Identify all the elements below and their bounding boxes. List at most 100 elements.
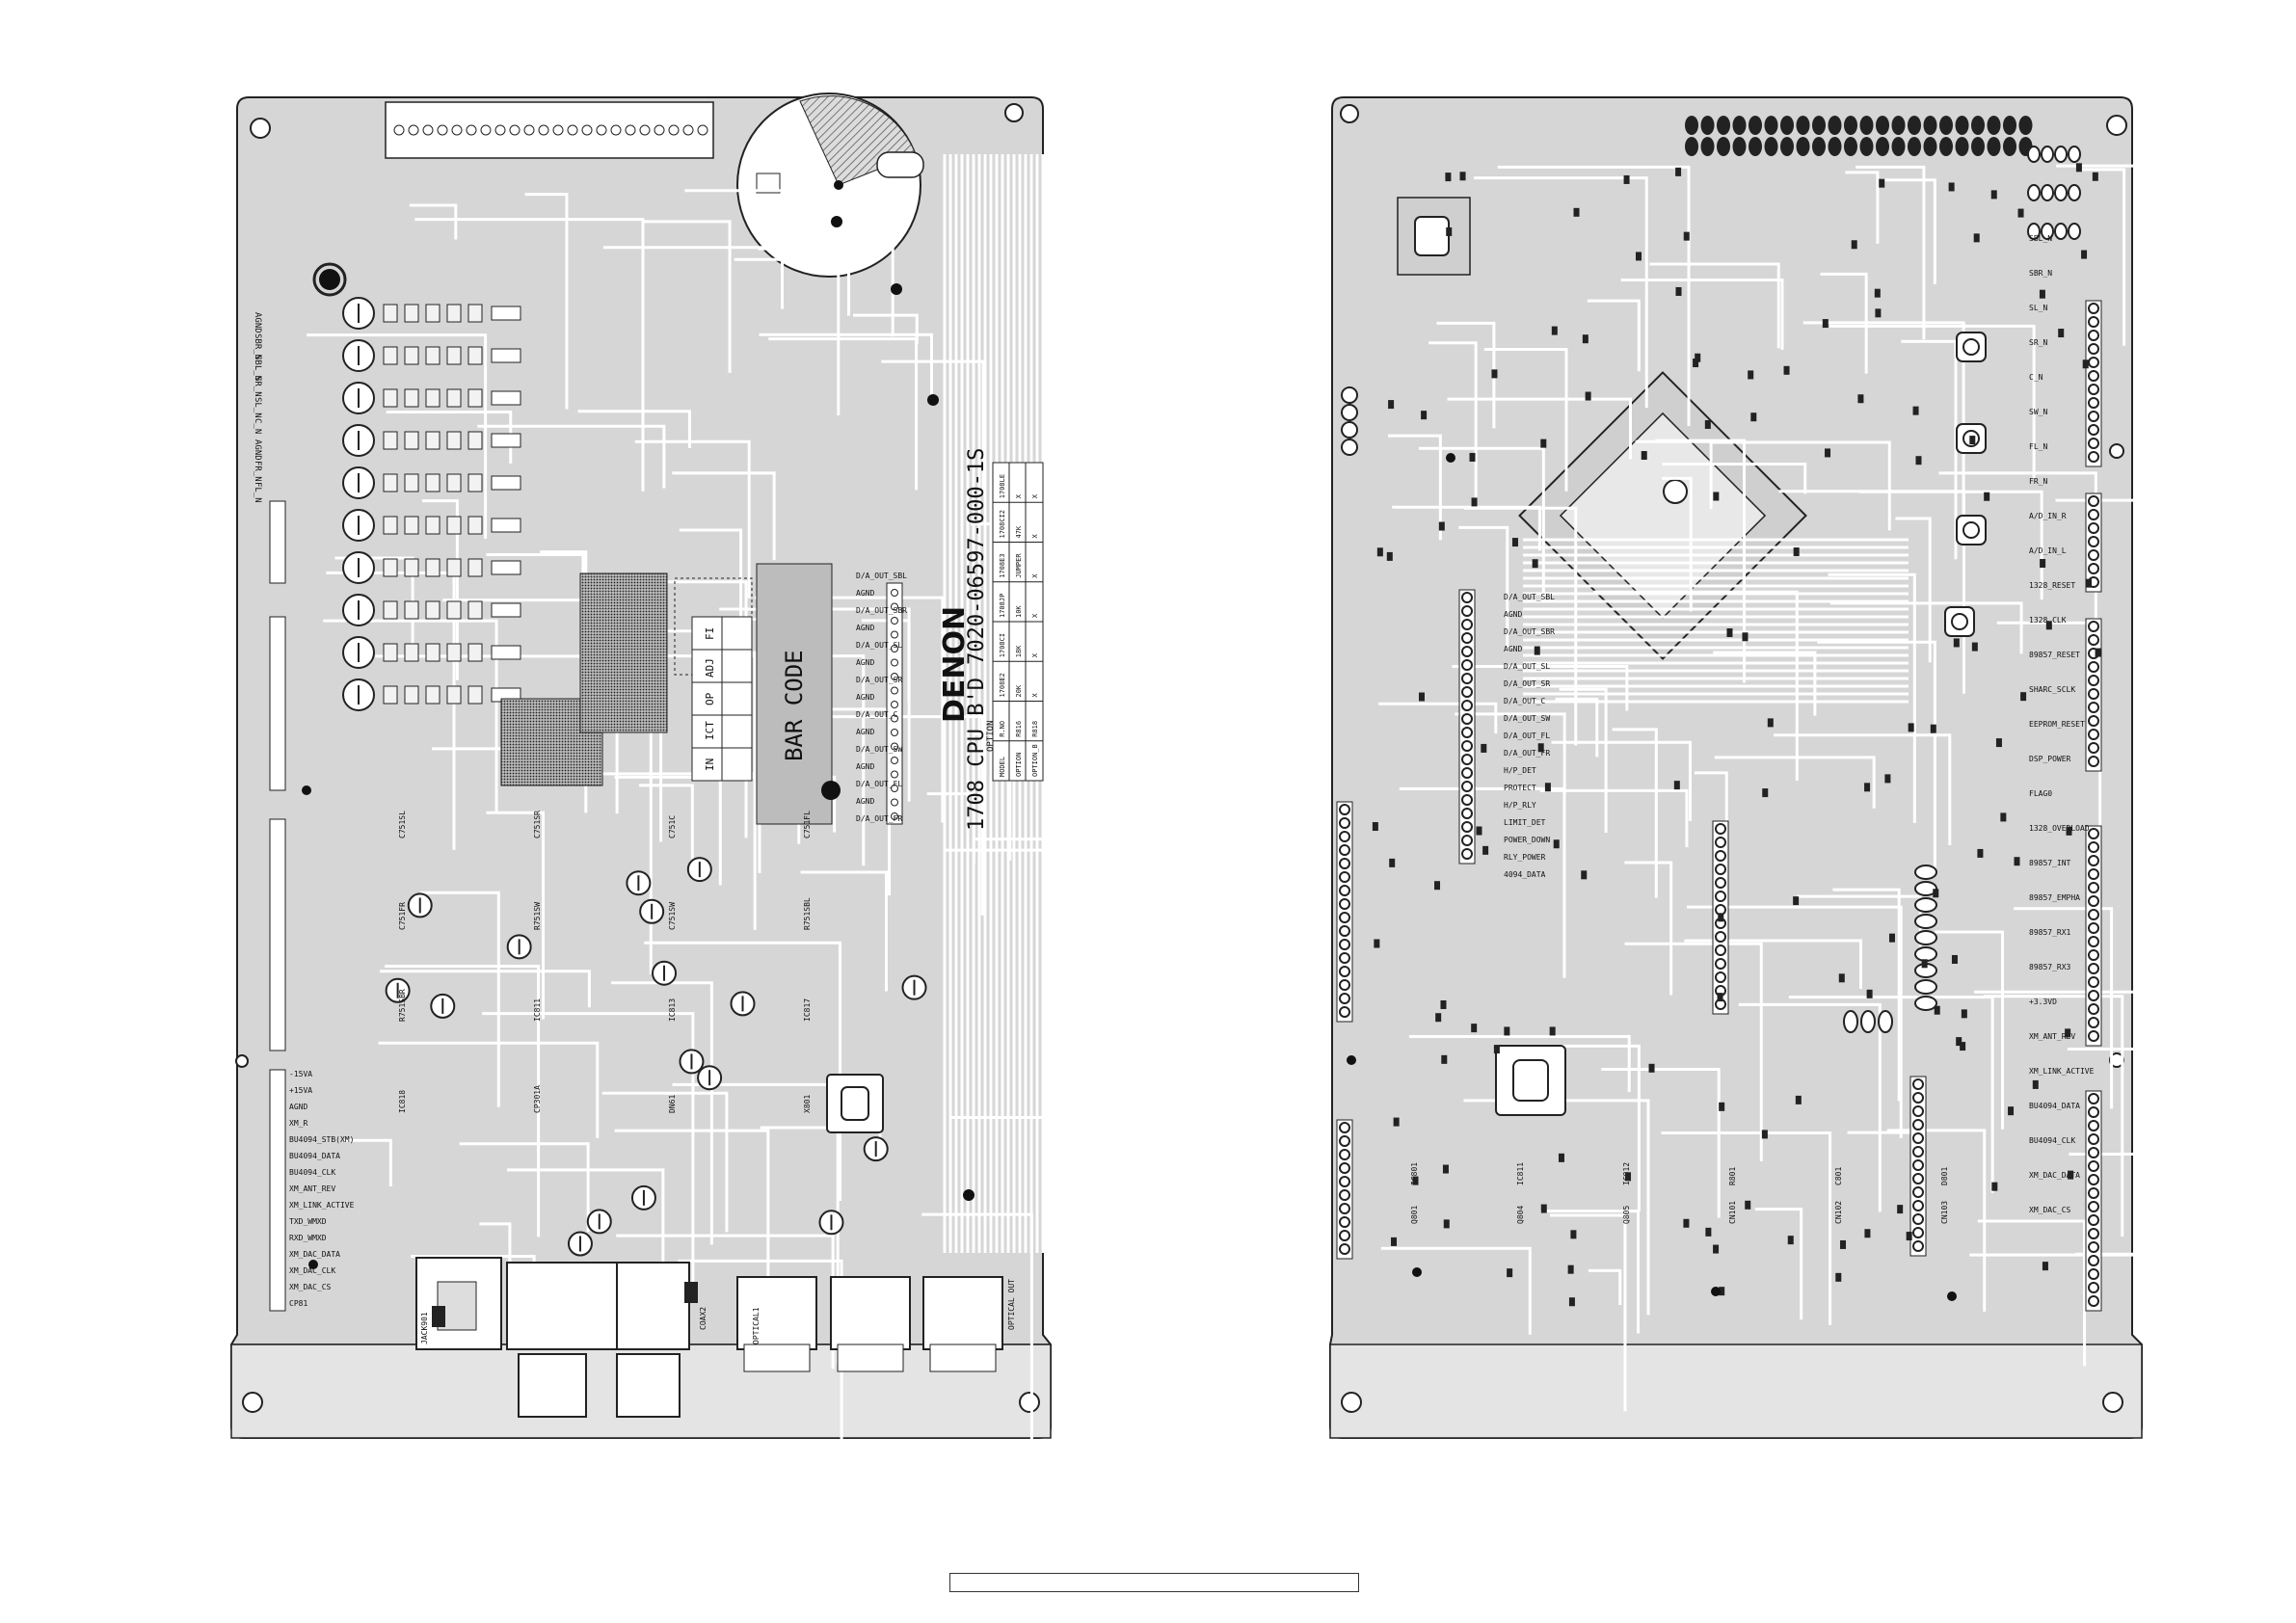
left-bottom-label-2: XM_DAC_CLK xyxy=(289,1266,335,1275)
option-r818-0: OPTION_B xyxy=(1031,744,1039,777)
right-pad-clusters xyxy=(1372,163,2101,1307)
option-header-1: R.NO xyxy=(999,721,1006,737)
part-ref-10: IC813 xyxy=(668,998,677,1022)
right-inner-label-10: H/P_DET xyxy=(1504,766,1536,775)
option-header-0: MODEL xyxy=(999,757,1006,777)
dac-label-1: AGND xyxy=(856,589,874,598)
right-inner-label-1: AGND xyxy=(1504,610,1522,619)
dac-label-12: D/A_OUT_FL xyxy=(856,780,902,788)
right-board: SBL_NSBR_NSL_NSR_NC_NSW_NFL_NFR_NA/D_IN_… xyxy=(1329,96,2278,1439)
right-side-label-11: 1328_CLK xyxy=(2029,616,2067,625)
check-in: IN xyxy=(704,758,716,771)
part-ref-7: R751SBL xyxy=(803,897,812,930)
option-header-7: 1708LE xyxy=(999,474,1006,498)
caption-box xyxy=(949,1573,1359,1592)
part-ref-8: R751SBR xyxy=(398,989,407,1022)
board-title: 1708 CPU B'D 7020-06597-000-1S xyxy=(965,448,989,831)
part-ref-6: C751SW xyxy=(668,902,677,930)
right-side-label-16: FLAG0 xyxy=(2029,789,2052,798)
left-bottom-label-7: XM_ANT_REV xyxy=(289,1184,335,1193)
right-part-ref-0: IC801 xyxy=(1410,1162,1419,1185)
option-header-4: 1708JP xyxy=(999,594,1006,618)
option-r818-6: X xyxy=(1031,534,1039,539)
option-r816-4: 10K xyxy=(1015,605,1023,618)
left-bottom-label-14: -15VA xyxy=(289,1070,312,1078)
jack-row xyxy=(415,1257,1003,1418)
dac-label-3: AGND xyxy=(856,624,874,632)
right-side-label-8: A/D_IN_R xyxy=(2029,512,2067,520)
right-side-label-1: SBR_N xyxy=(2029,269,2052,278)
right-inner-label-12: H/P_RLY xyxy=(1504,801,1536,810)
left-board: BAR CODE IN ICT OP ADJ FI DENON 1708 CPU… xyxy=(230,93,1144,1499)
option-r816-2: 20K xyxy=(1015,684,1023,697)
dac-label-7: AGND xyxy=(856,693,874,702)
right-inner-label-14: POWER_DOWN xyxy=(1504,836,1550,844)
check-op: OP xyxy=(704,692,716,705)
right-traces xyxy=(1378,164,2278,1412)
option-header-3: 1708CI xyxy=(999,633,1006,657)
left-side-label-1: FR_N xyxy=(253,461,262,482)
dac-label-4: D/A_OUT_SL xyxy=(856,641,902,650)
right-part-ref-4: C801 xyxy=(1834,1167,1843,1185)
option-r816-0: OPTION xyxy=(1015,753,1023,777)
dac-label-10: D/A_OUT_SW xyxy=(856,745,902,754)
left-bottom-label-6: XM_LINK_ACTIVE xyxy=(289,1201,355,1210)
jack-label-optical-out: OPTICAL OUT xyxy=(1007,1279,1016,1330)
option-r818-7: X xyxy=(1031,493,1039,498)
option-r818-1: R818 xyxy=(1031,721,1039,737)
left-bottom-label-4: RXD_WMXD xyxy=(289,1234,327,1242)
ic-array-left xyxy=(579,572,668,733)
left-side-label-3: C_N xyxy=(253,418,262,434)
right-side-label-22: +3.3VD xyxy=(2029,998,2057,1006)
right-pin-headers xyxy=(1336,300,2102,1312)
left-bottom-label-13: +15VA xyxy=(289,1086,312,1095)
left-bottom-label-9: BU4094_DATA xyxy=(289,1152,340,1160)
dac-label-9: AGND xyxy=(856,728,874,736)
right-inner-label-9: D/A_OUT_FR xyxy=(1504,749,1550,758)
right-part-ref-1: IC811 xyxy=(1516,1162,1525,1185)
right-part-ref-11: CN103 xyxy=(1940,1201,1949,1224)
option-r816-1: R816 xyxy=(1015,721,1023,737)
right-inner-label-8: D/A_OUT_FL xyxy=(1504,732,1550,740)
option-r816-6: 47K xyxy=(1015,525,1023,538)
right-side-label-18: 89857_INT xyxy=(2029,859,2071,867)
crystal-x801 xyxy=(876,151,924,178)
bar-code-label: BAR CODE xyxy=(781,650,808,761)
option-r818-2: X xyxy=(1031,693,1039,698)
left-edge-connector-4 xyxy=(269,1069,286,1312)
right-side-label-21: 89857_RX3 xyxy=(2029,963,2071,971)
black-dots-left xyxy=(302,216,974,1269)
option-header-2: 1708E2 xyxy=(999,673,1006,697)
right-side-label-10: 1328_RESET xyxy=(2029,581,2075,590)
jack-label-optical1: OPTICAL1 xyxy=(752,1307,761,1344)
right-part-ref-6: Q801 xyxy=(1410,1206,1419,1224)
right-side-label-5: SW_N xyxy=(2029,408,2047,416)
right-side-label-27: XM_DAC_DATA xyxy=(2029,1171,2080,1180)
left-side-label-0: FL_N xyxy=(253,482,262,503)
left-side-label-5: SR_N xyxy=(253,376,262,397)
right-board-outline xyxy=(1329,96,2143,1439)
check-fi: FI xyxy=(704,627,716,640)
right-inner-label-5: D/A_OUT_SR xyxy=(1504,679,1550,688)
right-side-label-12: 89857_RESET xyxy=(2029,651,2080,659)
right-potentiometers xyxy=(1944,332,1987,637)
option-r816-3: 18K xyxy=(1015,645,1023,657)
right-side-label-28: XM_DAC_CS xyxy=(2029,1206,2071,1214)
check-table: IN ICT OP ADJ FI xyxy=(691,616,753,782)
right-inner-label-7: D/A_OUT_SW xyxy=(1504,714,1550,723)
right-side-label-7: FR_N xyxy=(2029,477,2047,486)
option-r816-5: JUMPER xyxy=(1015,553,1023,578)
right-part-ref-5: D801 xyxy=(1940,1167,1949,1185)
left-side-label-2: AGND xyxy=(253,439,262,461)
right-side-label-23: XM_ANT_REV xyxy=(2029,1032,2075,1041)
jack-label-jack901: JACK901 xyxy=(420,1312,429,1344)
dac-label-6: D/A_OUT_SR xyxy=(856,676,902,684)
left-bottom-label-11: XM_R xyxy=(289,1119,307,1128)
part-ref-0: C751SL xyxy=(398,811,407,838)
left-bottom-label-10: BU4094_STB(XM) xyxy=(289,1135,354,1144)
right-inner-label-13: LIMIT_DET xyxy=(1504,818,1546,827)
option-label: OPTION xyxy=(986,720,996,752)
right-side-label-0: SBL_N xyxy=(2029,234,2052,243)
left-bottom-label-5: TXD_WMXD xyxy=(289,1217,327,1226)
